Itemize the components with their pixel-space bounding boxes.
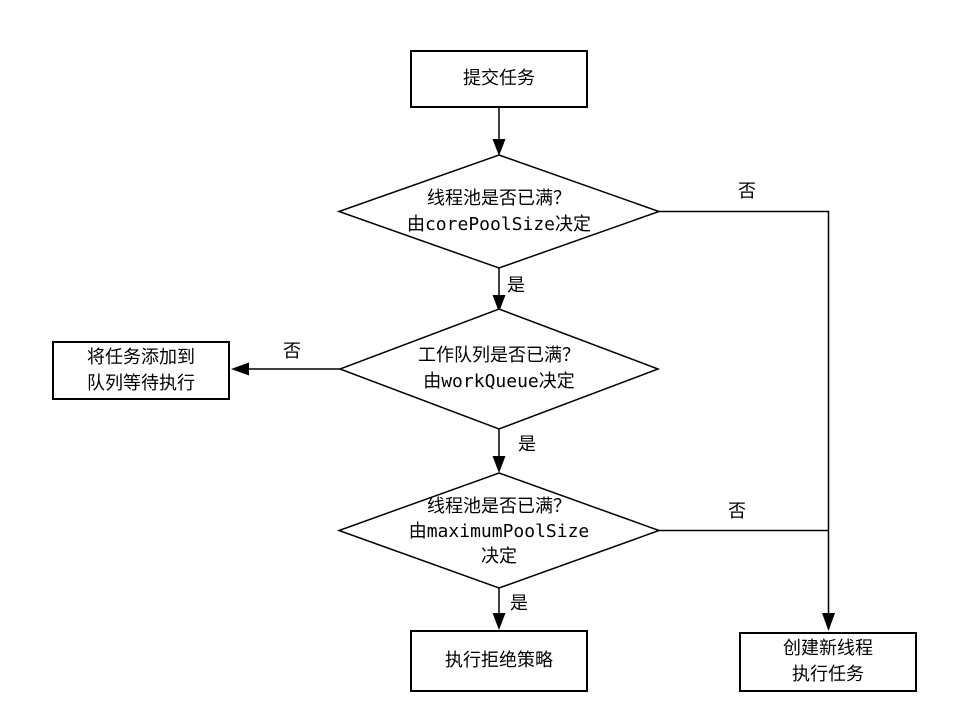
branch-label-queue-no: 否	[283, 341, 301, 362]
edge-check-core-no	[659, 210, 830, 614]
arrowhead-into-reject	[492, 613, 506, 630]
arrowhead-into-check-queue	[492, 295, 506, 312]
node-reject-policy: 执行拒绝策略	[410, 630, 588, 692]
diamond-check-core-shape	[336, 154, 662, 269]
diamond-check-queue-shape	[337, 308, 661, 430]
branch-label-core-yes: 是	[507, 275, 525, 296]
branch-label-max-yes: 是	[510, 593, 528, 614]
branch-label-core-no: 否	[738, 181, 756, 202]
node-submit-task: 提交任务	[410, 50, 588, 108]
arrowhead-into-create-thread	[822, 613, 835, 631]
arrowhead-into-check-core	[492, 139, 506, 156]
node-create-new-thread: 创建新线程 执行任务	[739, 632, 917, 692]
decision-core-pool-size: 线程池是否已满？ 由corePoolSize决定	[406, 187, 592, 235]
node-add-to-queue: 将任务添加到 队列等待执行	[52, 341, 230, 400]
branch-label-max-no: 否	[728, 501, 746, 522]
decision-work-queue: 工作队列是否已满？ 由workQueue决定	[418, 345, 580, 392]
branch-label-queue-yes: 是	[518, 434, 536, 455]
arrowhead-into-check-max	[492, 456, 506, 473]
decision-maximum-pool-size: 线程池是否已满？ 由maximumPoolSize 决定	[408, 495, 590, 567]
arrowhead-into-enqueue	[231, 362, 249, 376]
diamond-check-max-shape	[336, 472, 662, 589]
